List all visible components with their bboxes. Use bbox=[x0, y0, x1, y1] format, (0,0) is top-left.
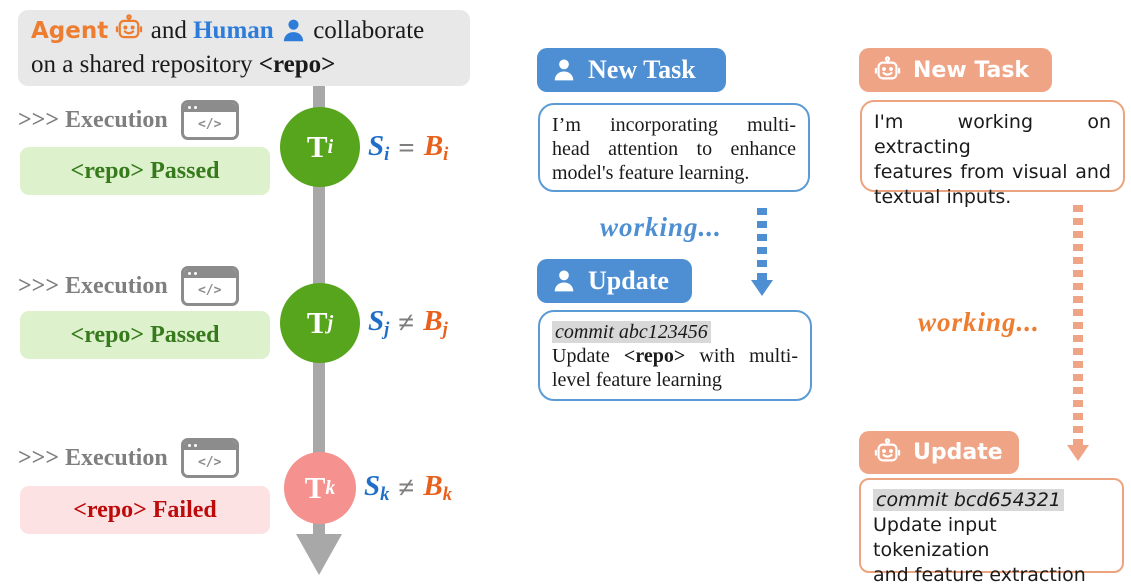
human-update-bubble: commit abc123456 Update <repo> with mult… bbox=[538, 310, 812, 401]
agent-working-label: working... bbox=[918, 307, 1040, 337]
badge-label: New Task bbox=[913, 57, 1030, 83]
code-glyph: </> bbox=[197, 455, 222, 470]
execution-label: >>> Execution bbox=[18, 444, 168, 471]
task-text-line: I'm working on extracting bbox=[874, 111, 1111, 158]
repo-status-badge-passed-1: <repo> Passed bbox=[20, 147, 270, 195]
human-label: Human bbox=[193, 17, 274, 44]
equation-operator: = bbox=[398, 131, 415, 164]
code-window-icon: </> bbox=[180, 438, 239, 478]
robot-icon bbox=[114, 14, 144, 44]
status-text: <repo> Failed bbox=[73, 496, 217, 523]
execution-row-1: >>> Execution </> bbox=[18, 100, 239, 140]
repo-status-badge-passed-2: <repo> Passed bbox=[20, 311, 270, 359]
node-label: T bbox=[306, 305, 328, 340]
b-term: Bi bbox=[423, 129, 449, 166]
update-text-line: and feature extraction bbox=[873, 564, 1086, 586]
code-window-icon: </> bbox=[180, 100, 239, 140]
agent-label: Agent bbox=[31, 18, 109, 44]
human-working-label: working... bbox=[600, 212, 722, 242]
s-term: Sj bbox=[368, 304, 390, 341]
badge-label: New Task bbox=[588, 55, 696, 84]
execution-row-2: >>> Execution </> bbox=[18, 266, 239, 306]
node-subscript: k bbox=[325, 476, 336, 499]
code-window-titlebar bbox=[183, 269, 236, 278]
person-icon bbox=[280, 17, 307, 44]
node-label: T bbox=[304, 470, 326, 505]
badge-label: Update bbox=[913, 440, 1003, 465]
equation-operator: ≠ bbox=[398, 471, 415, 504]
repo-status-badge-failed: <repo> Failed bbox=[20, 486, 270, 534]
b-term: Bk bbox=[423, 469, 452, 506]
task-text-line: I’m incorporating multi- bbox=[552, 114, 796, 136]
task-text-line: features from visual and bbox=[874, 161, 1111, 183]
commit-hash: commit bcd654321 bbox=[873, 489, 1064, 511]
agent-task-bubble: I'm working on extracting features from … bbox=[860, 100, 1125, 208]
equation-operator: ≠ bbox=[398, 306, 415, 339]
repo-token: <repo> bbox=[623, 345, 686, 367]
b-term: Bj bbox=[423, 304, 448, 341]
and-text: and bbox=[150, 17, 187, 44]
commit-hash: commit abc123456 bbox=[552, 321, 711, 343]
execution-label: >>> Execution bbox=[18, 106, 168, 133]
s-term: Si bbox=[368, 129, 390, 166]
equation-row-3: Sk ≠ Bk bbox=[364, 462, 452, 514]
node-label: T bbox=[306, 129, 328, 164]
node-subscript: j bbox=[327, 311, 334, 334]
status-text: <repo> Passed bbox=[70, 157, 220, 184]
person-icon bbox=[551, 268, 577, 294]
update-text-line: Update <repo> with multi- bbox=[552, 345, 798, 367]
agent-new-task-badge: New Task bbox=[859, 48, 1052, 92]
badge-label: Update bbox=[588, 266, 669, 295]
repo-token: <repo> bbox=[258, 51, 336, 78]
code-window-icon: </> bbox=[180, 266, 239, 306]
human-dotted-arrow bbox=[751, 208, 773, 296]
human-task-bubble: I’m incorporating multi- head attention … bbox=[538, 103, 810, 192]
task-text-line: textual inputs. bbox=[874, 186, 1012, 208]
task-text-line: model's feature learning. bbox=[552, 162, 750, 184]
agent-update-badge: Update bbox=[859, 431, 1019, 474]
execution-row-3: >>> Execution </> bbox=[18, 438, 239, 478]
header-line-1: Agent and Human collaborate bbox=[31, 14, 457, 48]
robot-icon bbox=[873, 55, 902, 85]
node-subscript: i bbox=[327, 135, 334, 158]
commit-line: commit bcd654321 bbox=[873, 488, 1110, 513]
equation-row-2: Sj ≠ Bj bbox=[368, 297, 448, 349]
header-line2-prefix: on a shared repository bbox=[31, 51, 253, 78]
equation-row-1: Si = Bi bbox=[368, 122, 448, 174]
commit-line: commit abc123456 bbox=[552, 320, 798, 344]
timeline-down-arrow-icon bbox=[296, 534, 342, 575]
s-term: Sk bbox=[364, 469, 390, 506]
update-text-line: Update input tokenization bbox=[873, 514, 997, 561]
person-icon bbox=[551, 57, 577, 83]
agent-dotted-arrow bbox=[1067, 205, 1089, 461]
update-text-line: level feature learning bbox=[552, 369, 722, 391]
task-text-line: head attention to enhance bbox=[552, 138, 796, 160]
code-window-titlebar bbox=[183, 441, 236, 450]
code-glyph: </> bbox=[197, 283, 222, 298]
agent-update-bubble: commit bcd654321 Update input tokenizati… bbox=[859, 478, 1124, 586]
collaborate-text: collaborate bbox=[313, 17, 425, 44]
human-new-task-badge: New Task bbox=[537, 48, 726, 92]
execution-label: >>> Execution bbox=[18, 272, 168, 299]
robot-icon bbox=[873, 438, 902, 467]
code-window-titlebar bbox=[183, 103, 236, 112]
human-update-badge: Update bbox=[537, 259, 692, 303]
header-box: Agent and Human collaborate bbox=[18, 10, 470, 86]
status-text: <repo> Passed bbox=[70, 321, 220, 348]
header-line-2: on a shared repository <repo> bbox=[31, 48, 457, 82]
code-glyph: </> bbox=[197, 117, 222, 132]
